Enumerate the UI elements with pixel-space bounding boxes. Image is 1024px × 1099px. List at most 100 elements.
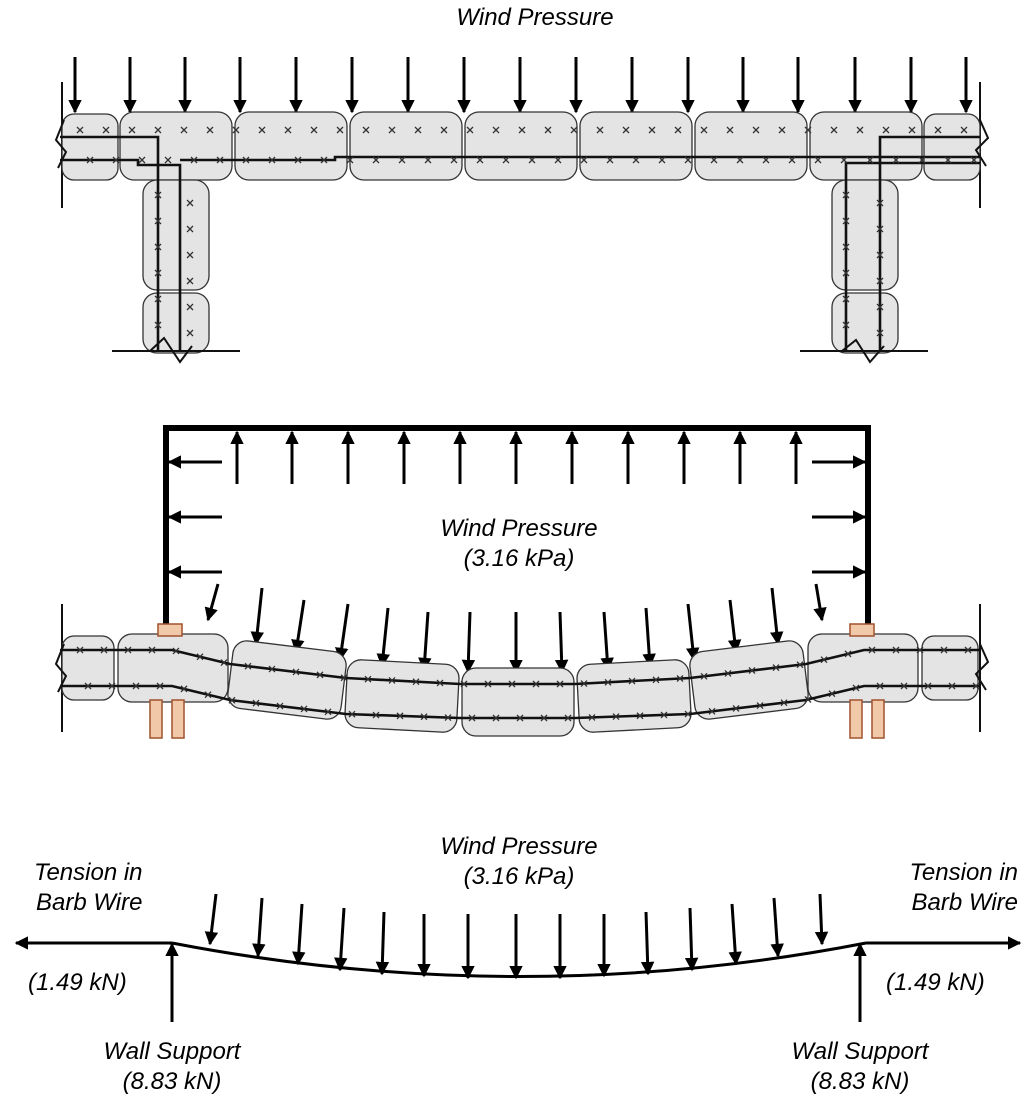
- barb: [186, 329, 194, 337]
- barb: [868, 646, 876, 654]
- right-tension-label-line1: Tension in: [909, 859, 1018, 886]
- down-arrow: [461, 611, 476, 674]
- barb: [540, 714, 548, 722]
- barb: [658, 156, 666, 164]
- barb: [324, 708, 332, 716]
- barb: [752, 126, 760, 134]
- barb: [844, 650, 852, 658]
- down-arrow: [769, 587, 784, 646]
- down-arrow: [335, 603, 350, 662]
- barb: [948, 682, 956, 690]
- barb: [268, 665, 276, 673]
- sandbag: [227, 640, 347, 720]
- barb: [348, 710, 356, 718]
- barb: [940, 646, 948, 654]
- barb: [908, 126, 916, 134]
- barb: [242, 156, 250, 164]
- sandbag: [349, 111, 463, 181]
- barb: [684, 156, 692, 164]
- barb: [460, 680, 468, 688]
- barb: [436, 679, 444, 687]
- barb: [924, 682, 932, 690]
- down-arrow: [418, 611, 432, 672]
- right-support-value: (8.83 kN): [810, 1068, 910, 1095]
- barb: [148, 646, 156, 654]
- barb: [476, 156, 484, 164]
- barb: [206, 126, 214, 134]
- barb: [622, 126, 630, 134]
- barb: [788, 156, 796, 164]
- barb: [276, 702, 284, 710]
- down-arrow: [252, 897, 266, 958]
- down-arrow: [250, 587, 265, 646]
- barb: [964, 646, 972, 654]
- bottom-wind-pressure-label: Wind Pressure: [440, 833, 598, 860]
- top-sandbag-row: [61, 111, 981, 181]
- middle-up-arrows: [230, 430, 803, 484]
- barb: [518, 126, 526, 134]
- pressure-frame: [163, 425, 871, 628]
- middle-side-arrows: [167, 455, 867, 579]
- barb: [780, 699, 788, 707]
- barb: [632, 156, 640, 164]
- down-arrow: [813, 583, 827, 622]
- top-wind-arrows: [68, 57, 973, 114]
- barb: [544, 126, 552, 134]
- down-arrow: [814, 893, 829, 946]
- barb: [154, 243, 162, 251]
- barb: [84, 682, 92, 690]
- right-tension-force: (1.49 kN): [886, 969, 985, 996]
- wood-supports: [149, 623, 885, 739]
- barb: [86, 156, 94, 164]
- sandbag: [464, 111, 578, 181]
- barb: [820, 656, 828, 664]
- barb: [362, 126, 370, 134]
- down-arrow: [728, 903, 742, 966]
- barb: [424, 156, 432, 164]
- barb: [944, 156, 952, 164]
- barb: [164, 156, 172, 164]
- right-tension-label-line2: Barb Wire: [911, 889, 1018, 916]
- barb: [492, 714, 500, 722]
- barb: [76, 126, 84, 134]
- barb: [154, 295, 162, 303]
- barb: [300, 705, 308, 713]
- barb: [364, 675, 372, 683]
- barb: [316, 671, 324, 679]
- middle-break-symbols: [54, 643, 990, 693]
- barb: [842, 295, 850, 303]
- down-arrow: [375, 911, 390, 976]
- barb: [336, 126, 344, 134]
- barb: [876, 225, 884, 233]
- middle-wire-barbs: [76, 646, 980, 722]
- barb: [196, 653, 204, 661]
- barb: [108, 682, 116, 690]
- deflected-wire-curve: [171, 941, 867, 978]
- left-tension-label-line2: Barb Wire: [36, 889, 143, 916]
- sandbag: [923, 113, 981, 181]
- barb: [204, 691, 212, 699]
- barb: [814, 156, 822, 164]
- barb: [732, 704, 740, 712]
- barb: [570, 126, 578, 134]
- barb: [528, 156, 536, 164]
- barb: [842, 321, 850, 329]
- barb: [186, 303, 194, 311]
- barb: [124, 646, 132, 654]
- barb: [726, 126, 734, 134]
- barb: [876, 199, 884, 207]
- barb: [580, 680, 588, 687]
- barb: [876, 303, 884, 311]
- top-panel: [54, 57, 990, 364]
- barb: [346, 156, 354, 164]
- barb: [484, 680, 492, 688]
- barb: [310, 126, 318, 134]
- barb: [258, 126, 266, 134]
- barb: [830, 126, 838, 134]
- barb: [708, 707, 716, 715]
- barb: [596, 126, 604, 134]
- barb: [128, 126, 136, 134]
- barb: [154, 269, 162, 277]
- barb: [736, 156, 744, 164]
- barb: [700, 126, 708, 134]
